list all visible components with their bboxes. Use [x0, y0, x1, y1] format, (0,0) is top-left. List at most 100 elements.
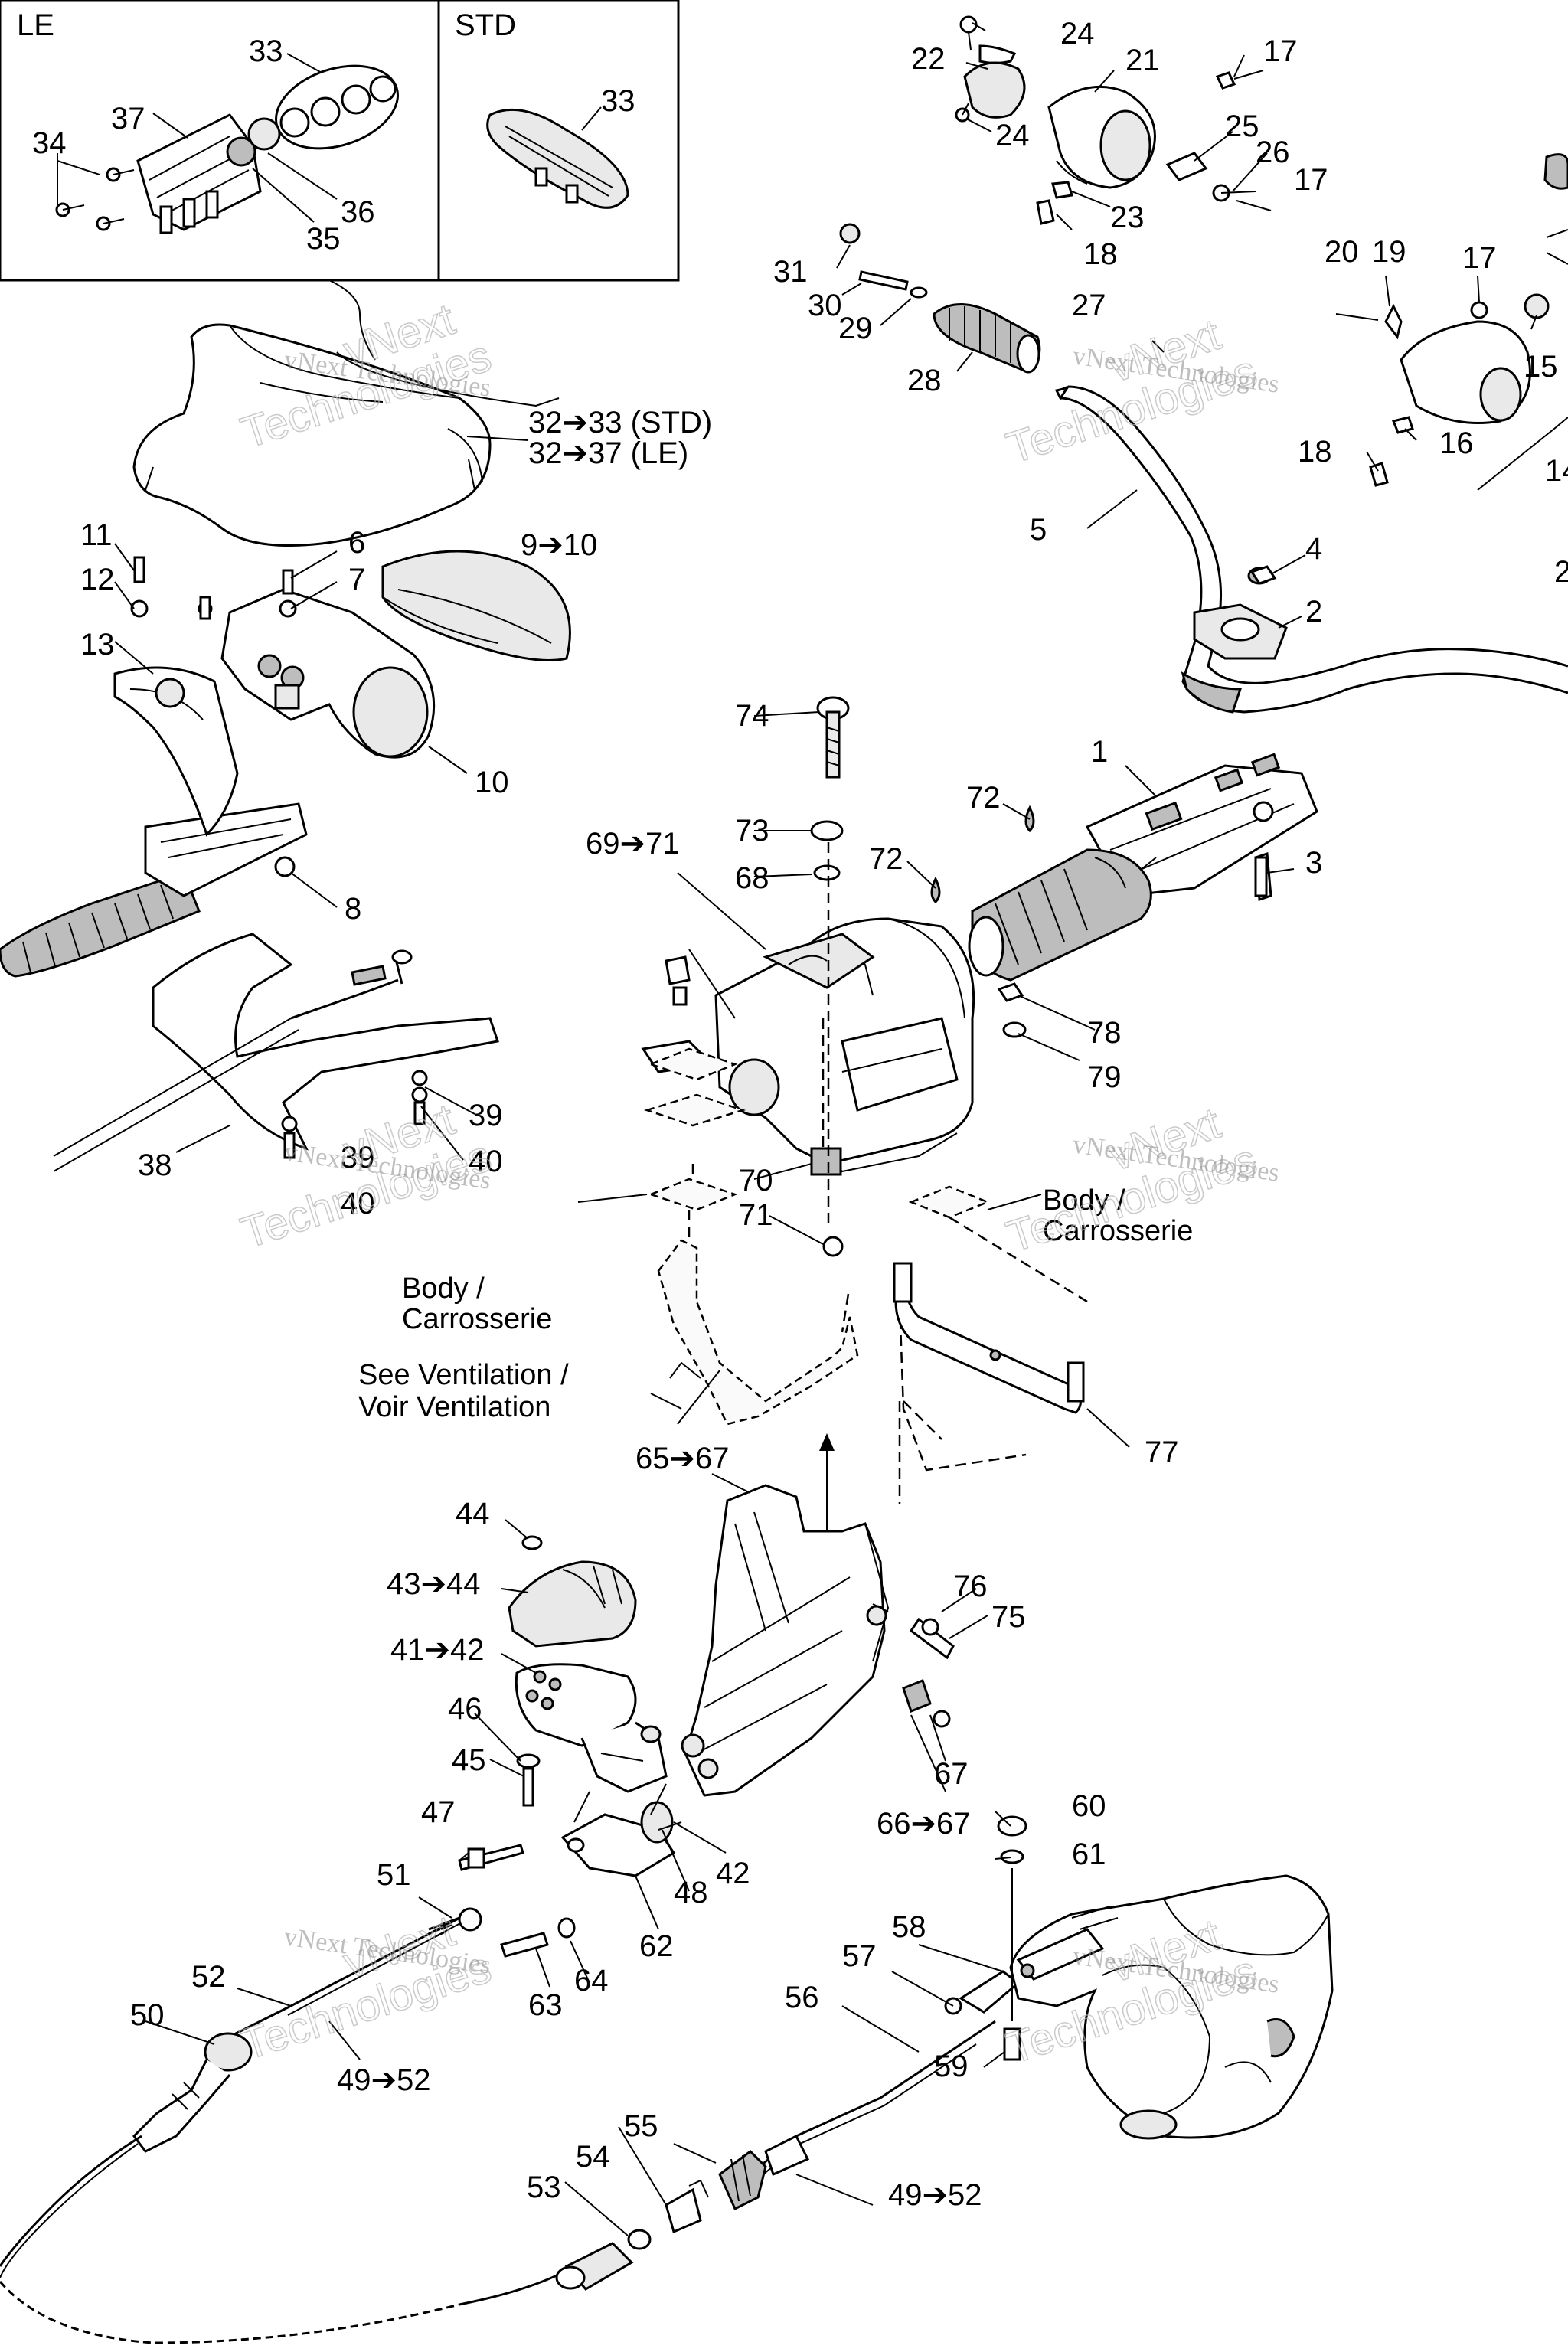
- label-73: 73: [735, 814, 769, 848]
- steering-cable-left: [0, 1907, 575, 2344]
- label-57: 57: [842, 1939, 877, 1973]
- label-38: 38: [138, 1148, 172, 1182]
- steering-cable-right: [555, 1970, 1021, 2291]
- note-body-right-1: Body /: [1043, 1184, 1125, 1217]
- label-7: 7: [348, 563, 365, 596]
- note-body-left-2: Carrosserie: [402, 1303, 552, 1335]
- label-28: 28: [907, 364, 942, 397]
- label-6: 6: [348, 526, 365, 560]
- label-49-52b: 49➔52: [888, 2178, 982, 2212]
- label-37: 37: [111, 102, 145, 136]
- label-27: 27: [1072, 289, 1106, 322]
- label-55: 55: [624, 2109, 658, 2143]
- left-switch-housing: [220, 550, 571, 759]
- body-mounts-dashed: [643, 1047, 1088, 1504]
- inset-std-title: STD: [455, 8, 516, 42]
- throttle-housing-left-upper: [1335, 153, 1568, 491]
- label-60: 60: [1072, 1789, 1106, 1823]
- label-61: 61: [1072, 1838, 1106, 1871]
- label-32-33-std: 32➔33 (STD): [528, 406, 712, 439]
- note-body-left-1: Body /: [402, 1272, 485, 1305]
- label-41-42: 41➔42: [390, 1633, 485, 1667]
- label-17b: 17: [1294, 163, 1328, 197]
- label-18a: 18: [1083, 237, 1118, 271]
- label-48: 48: [674, 1876, 708, 1909]
- watermark-5: vNext Technologies: [234, 1905, 498, 2070]
- label-5: 5: [1030, 513, 1047, 547]
- label-17a: 17: [1263, 34, 1298, 68]
- left-bracket: [53, 933, 499, 1172]
- label-22: 22: [911, 42, 946, 76]
- label-42: 42: [716, 1857, 750, 1890]
- screws-34: [55, 167, 135, 231]
- label-44: 44: [456, 1497, 490, 1530]
- label-33b: 33: [601, 84, 635, 118]
- label-1: 1: [1091, 735, 1108, 769]
- handlebar-cover: [132, 279, 560, 547]
- label-56: 56: [785, 1981, 819, 2014]
- label-17c: 17: [1462, 241, 1497, 275]
- label-36: 36: [341, 195, 375, 229]
- bracket-62: [458, 1783, 682, 1958]
- note-ventilation-2: Voir Ventilation: [358, 1391, 550, 1423]
- label-11: 11: [80, 518, 113, 552]
- label-24b: 24: [995, 119, 1030, 152]
- clamp-43-41: [508, 1535, 668, 1807]
- label-20: 20: [1325, 235, 1359, 269]
- label-62: 62: [639, 1929, 674, 1963]
- label-77: 77: [1145, 1436, 1179, 1469]
- label-40a: 40: [469, 1145, 503, 1178]
- label-23: 23: [1110, 201, 1145, 234]
- label-63: 63: [528, 1988, 563, 2022]
- label-47: 47: [421, 1795, 456, 1829]
- label-3: 3: [1305, 846, 1322, 880]
- label-16: 16: [1439, 426, 1474, 460]
- inset-le-title: LE: [17, 8, 54, 42]
- label-66-67: 66➔67: [877, 1807, 971, 1841]
- steering-boot: [968, 848, 1152, 982]
- label-43-44: 43➔44: [387, 1567, 481, 1601]
- le-switch-housing: [136, 113, 262, 234]
- label-30: 30: [808, 289, 842, 322]
- leader-lines: [114, 22, 1537, 2236]
- label-65-67: 65➔67: [635, 1442, 730, 1475]
- label-50: 50: [130, 1998, 165, 2032]
- label-46: 46: [448, 1692, 482, 1726]
- label-2b: 2: [1554, 555, 1568, 589]
- label-70: 70: [739, 1164, 773, 1197]
- left-grip: [0, 666, 308, 978]
- label-54: 54: [576, 2140, 610, 2174]
- label-45: 45: [452, 1743, 486, 1777]
- label-59: 59: [934, 2050, 969, 2083]
- label-12: 12: [80, 563, 115, 596]
- label-75: 75: [991, 1600, 1026, 1634]
- label-10: 10: [475, 766, 509, 799]
- label-4: 4: [1305, 532, 1322, 566]
- label-76: 76: [953, 1570, 988, 1603]
- label-32-37-le: 32➔37 (LE): [528, 436, 688, 470]
- label-24a: 24: [1060, 17, 1095, 51]
- steering-housing: [641, 917, 975, 1173]
- label-71: 71: [739, 1198, 773, 1232]
- direction-arrow: [819, 1433, 835, 1531]
- label-2: 2: [1305, 595, 1322, 629]
- label-35: 35: [306, 222, 341, 256]
- label-39b: 39: [341, 1141, 375, 1174]
- notes: Body / Carrosserie Body / Carrosserie Se…: [358, 1184, 1193, 1423]
- label-31: 31: [773, 255, 808, 289]
- label-14: 14: [1545, 454, 1568, 488]
- label-58: 58: [892, 1910, 926, 1944]
- label-15: 15: [1524, 350, 1558, 384]
- label-52: 52: [191, 1960, 226, 1994]
- jet-nozzle: [997, 1815, 1334, 2140]
- label-18b: 18: [1298, 435, 1332, 469]
- label-69-71: 69➔71: [586, 827, 680, 861]
- note-body-right-2: Carrosserie: [1043, 1215, 1193, 1247]
- part-labels: 33 37 34 36 35 33 24 22 21 17 24 25 26 1…: [32, 17, 1568, 2212]
- label-51: 51: [377, 1858, 411, 1892]
- label-21: 21: [1125, 44, 1160, 77]
- label-33a: 33: [249, 34, 283, 68]
- label-8: 8: [345, 892, 361, 926]
- label-68: 68: [735, 861, 769, 895]
